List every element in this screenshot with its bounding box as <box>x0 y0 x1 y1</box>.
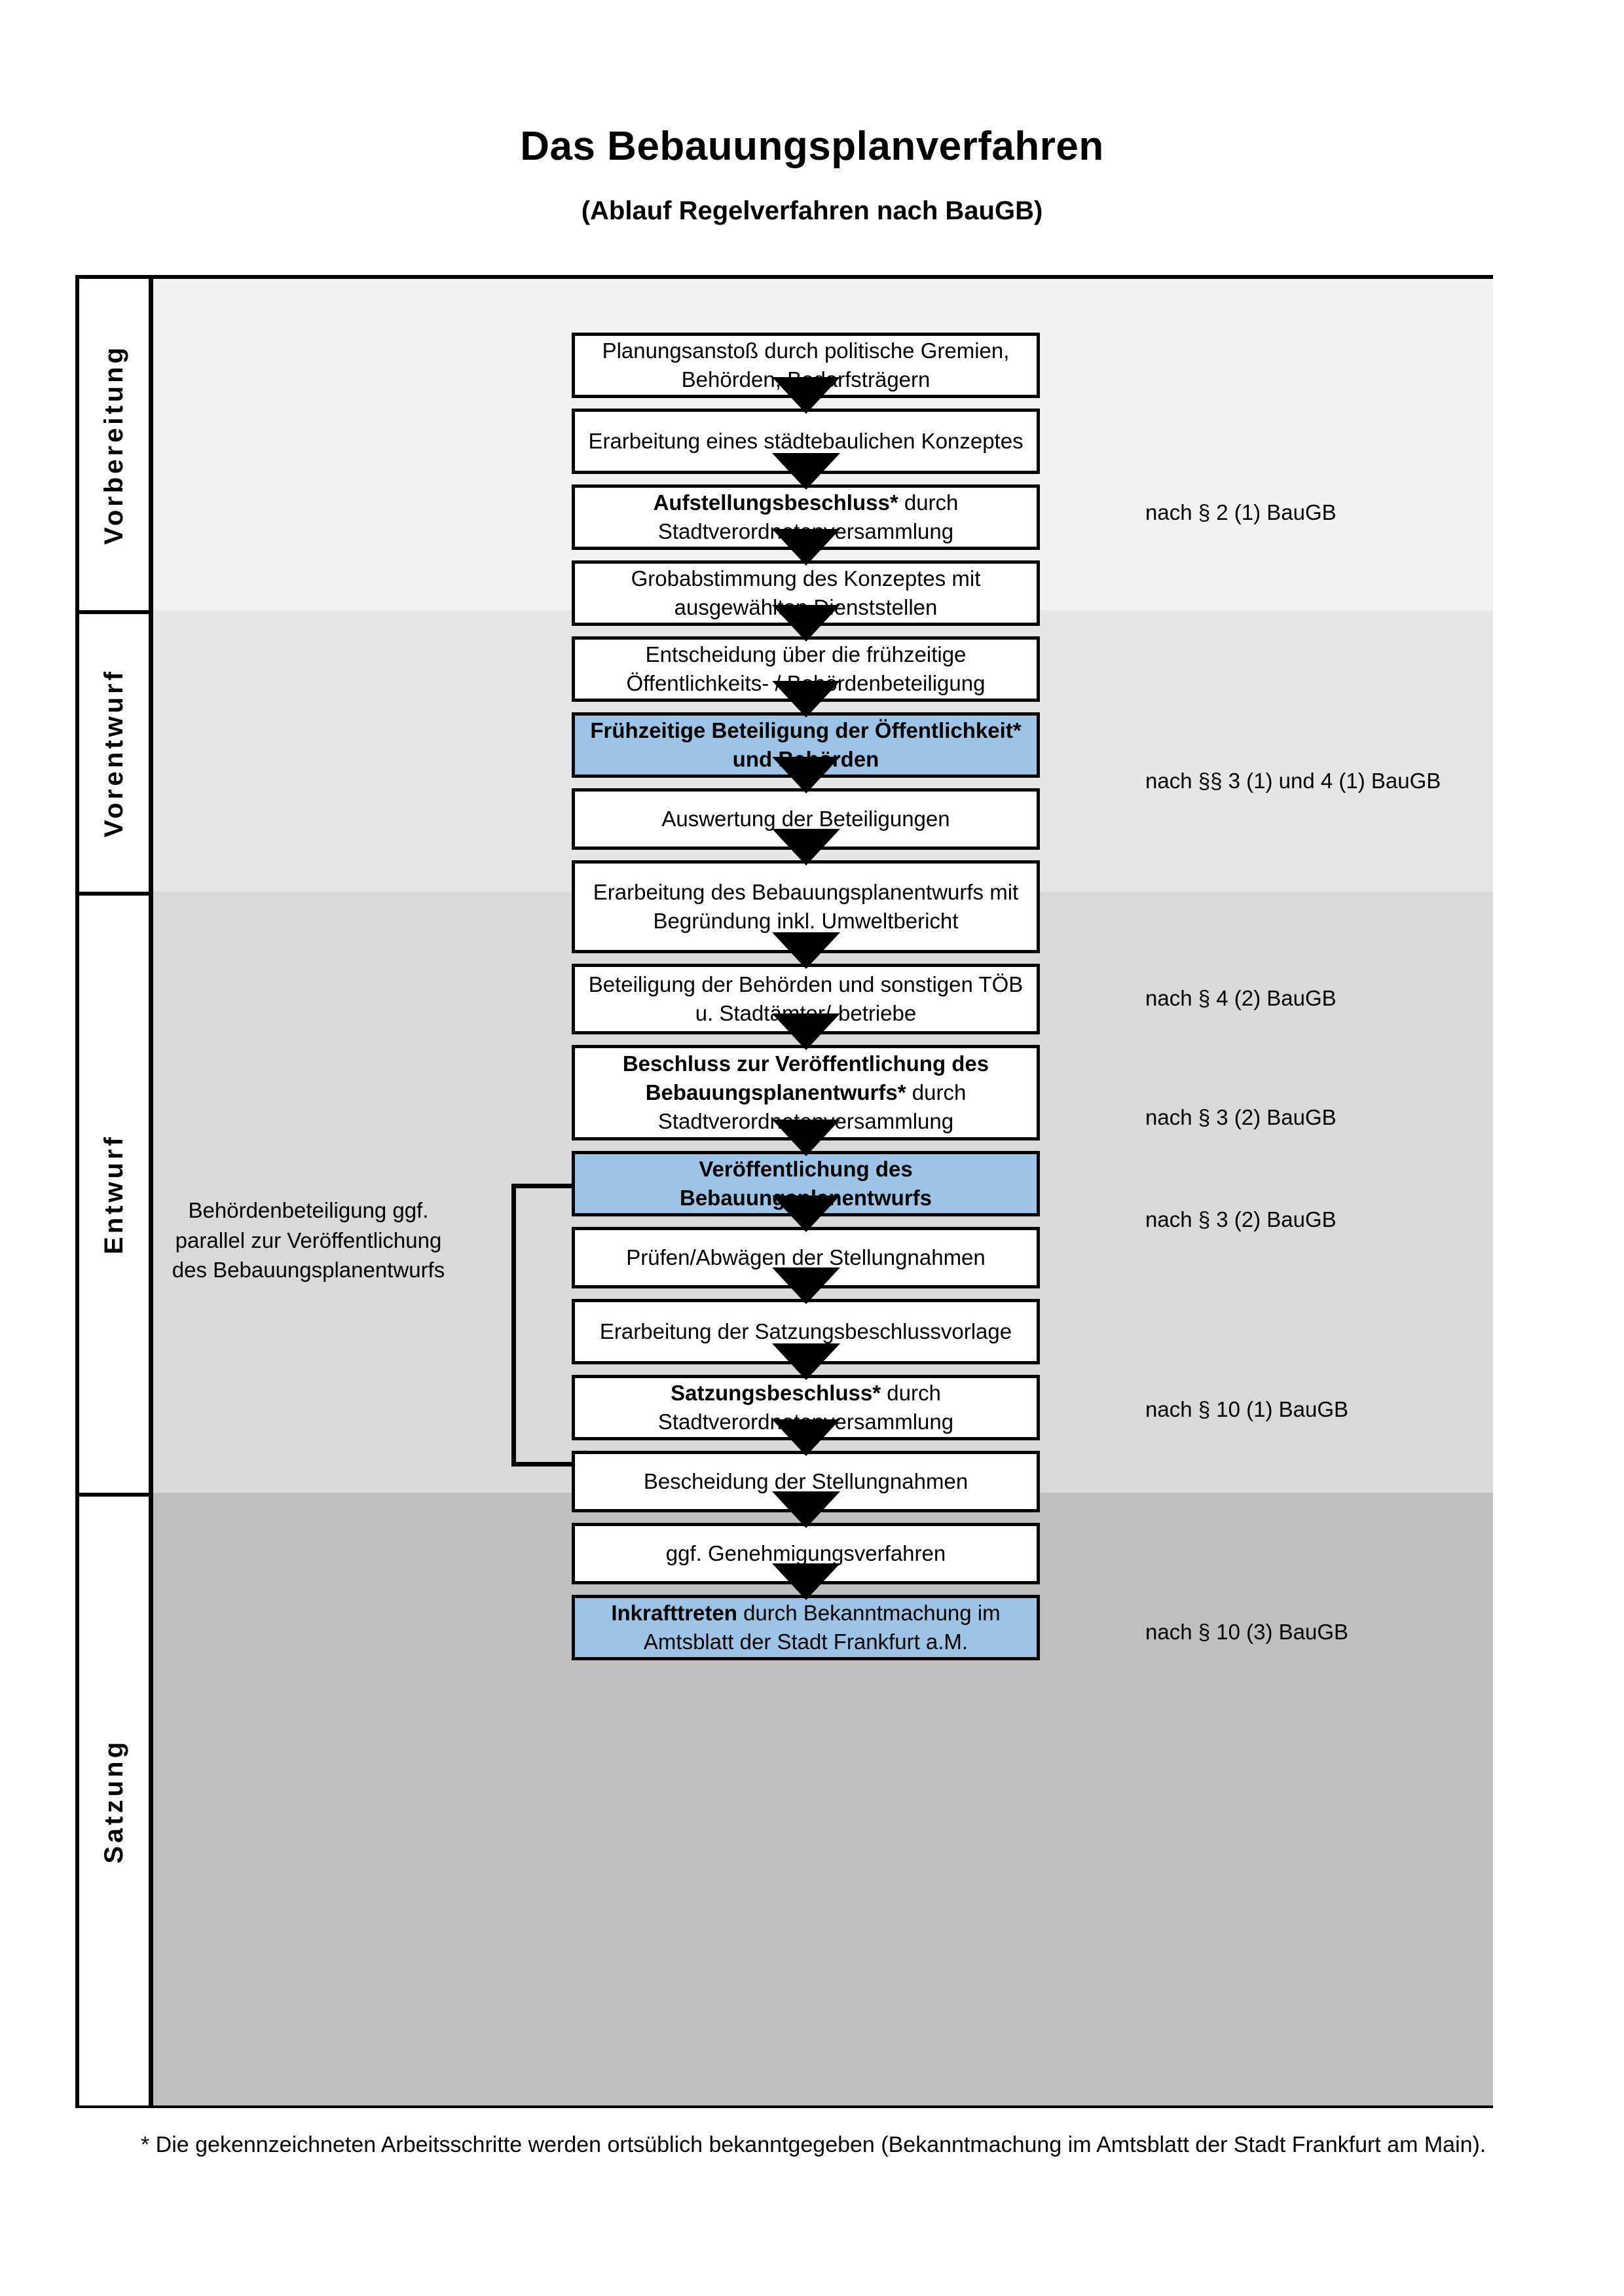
flow-arrow-icon <box>772 1267 840 1304</box>
footnote: * Die gekennzeichneten Arbeitsschritte w… <box>141 2132 1486 2157</box>
step-text: Prüfen/Abwägen der Stellungnahmen <box>626 1245 986 1270</box>
flow-arrow-icon <box>772 605 840 642</box>
step-text-bold: Beschluss zur Veröffentlichung des Bebau… <box>622 1051 989 1105</box>
phase-label-entwurf: Entwurf <box>79 892 149 1493</box>
loop-connector-bottom-segment <box>511 1462 587 1467</box>
phase-label-text: Vorbereitung <box>99 344 128 545</box>
phase-label-vorbereitung: Vorbereitung <box>79 279 149 610</box>
flow-arrow-icon <box>772 529 840 566</box>
phase-label-column: Vorbereitung Vorentwurf Entwurf Satzung <box>79 279 153 2105</box>
loop-connector-top-segment <box>511 1184 572 1188</box>
step-text: Erarbeitung des Bebauungsplanentwurfs mi… <box>593 880 1019 933</box>
step-text-bold: Aufstellungsbeschluss* <box>653 490 898 515</box>
step-text: Erarbeitung der Satzungsbeschlussvorlage <box>599 1319 1012 1344</box>
step-text: ggf. Genehmigungsverfahren <box>665 1541 946 1566</box>
phase-label-text: Vorentwurf <box>99 668 128 838</box>
phase-label-satzung: Satzung <box>79 1493 149 2105</box>
flow-arrow-icon <box>772 377 840 414</box>
step-text-bold: Frühzeitige Beteiligung der Öffentlichke… <box>590 718 1022 771</box>
phase-label-text: Entwurf <box>99 1134 128 1254</box>
phase-label-text: Satzung <box>99 1738 128 1864</box>
flow-arrow-icon <box>772 1013 840 1050</box>
law-reference-par10-3: nach § 10 (3) BauGB <box>1145 1620 1349 1644</box>
law-reference-par4-2: nach § 4 (2) BauGB <box>1145 986 1337 1010</box>
law-reference-par3-2-a: nach § 3 (2) BauGB <box>1145 1105 1337 1129</box>
flowchart-frame: Vorbereitung Vorentwurf Entwurf Satzung … <box>75 275 1493 2108</box>
flow-arrow-icon <box>772 829 840 866</box>
flow-arrow-icon <box>772 1195 840 1232</box>
step-text: Inkrafttreten durch Bekanntmachung im Am… <box>581 1599 1030 1656</box>
phase-label-vorentwurf: Vorentwurf <box>79 610 149 892</box>
step-inkrafttreten[interactable]: Inkrafttreten durch Bekanntmachung im Am… <box>572 1595 1040 1660</box>
flow-arrow-icon <box>772 1120 840 1156</box>
page-title: Das Bebauungsplanverfahren <box>520 124 1104 169</box>
flow-arrow-icon <box>772 453 840 490</box>
step-text: Bescheidung der Stellungnahmen <box>643 1469 969 1494</box>
flow-arrow-icon <box>772 1563 840 1600</box>
flow-arrow-icon <box>772 932 840 969</box>
flow-arrow-icon <box>772 1343 840 1380</box>
flow-arrow-icon <box>772 681 840 718</box>
law-reference-par3-2-b: nach § 3 (2) BauGB <box>1145 1207 1337 1231</box>
page-subtitle: (Ablauf Regelverfahren nach BauGB) <box>581 196 1043 226</box>
flow-arrow-icon <box>772 1491 840 1528</box>
step-text-rest: durch Bekanntmachung im Amtsblatt der St… <box>643 1601 1001 1654</box>
title-block: Das Bebauungsplanverfahren (Ablauf Regel… <box>0 124 1624 226</box>
step-text-bold: Inkrafttreten <box>611 1601 737 1626</box>
flow-arrow-icon <box>772 1419 840 1456</box>
step-text-bold: Satzungsbeschluss* <box>671 1381 881 1406</box>
step-text: Erarbeitung eines städtebaulichen Konzep… <box>588 429 1024 454</box>
step-text: Beschluss zur Veröffentlichung des Bebau… <box>581 1049 1030 1136</box>
behoerdenbeteiligung-note: Behördenbeteiligung ggf. parallel zur Ve… <box>172 1198 445 1283</box>
law-reference-par10-1: nach § 10 (1) BauGB <box>1145 1397 1349 1421</box>
step-text: Auswertung der Beteiligungen <box>661 807 950 831</box>
law-reference-par2-1: nach § 2 (1) BauGB <box>1145 500 1337 524</box>
flow-arrow-icon <box>772 757 840 793</box>
law-reference-par3-4-1: nach §§ 3 (1) und 4 (1) BauGB <box>1145 769 1441 793</box>
loop-connector-vertical-segment <box>511 1184 516 1467</box>
